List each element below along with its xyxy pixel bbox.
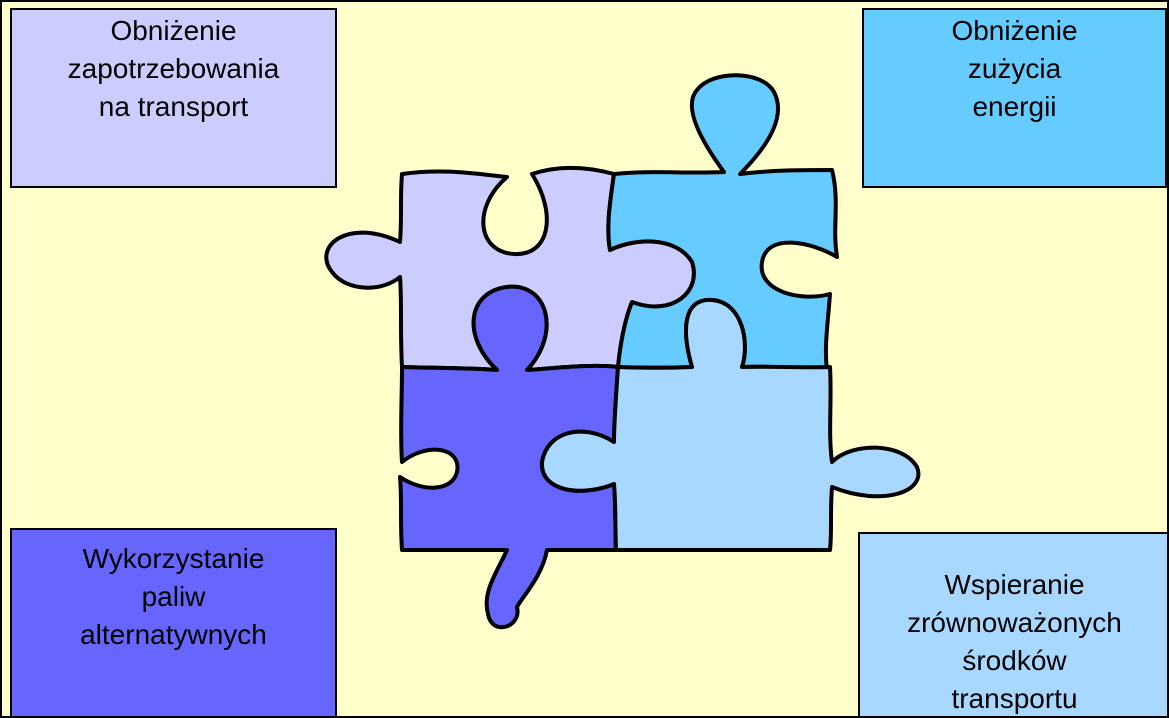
puzzle-graphic xyxy=(2,2,1169,718)
diagram-canvas: Obniżenie zapotrzebowania na transport O… xyxy=(0,0,1169,718)
